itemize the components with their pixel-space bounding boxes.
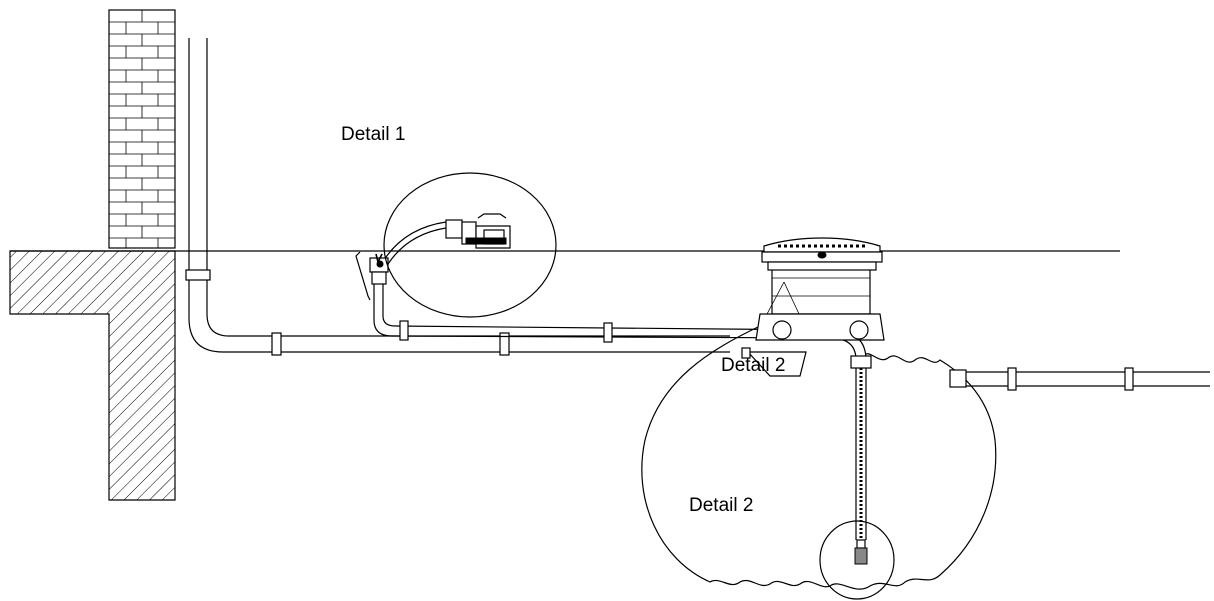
inflow-pipe-couplings — [271, 332, 510, 356]
brick-wall — [108, 9, 176, 249]
suction-filter — [854, 539, 868, 565]
detail-2-circle — [819, 520, 895, 600]
suction-hose — [850, 355, 872, 540]
detail-1-circle — [383, 172, 557, 318]
detail-1-label: Detail 1 — [341, 124, 406, 145]
detail-2-bottom-label: Detail 2 — [689, 495, 754, 516]
rainwater-tank — [641, 325, 997, 590]
wall-valve — [355, 251, 389, 301]
garden-pump — [383, 213, 511, 265]
downpipe — [185, 38, 730, 353]
tank-dome — [741, 237, 885, 377]
foundation-hatched — [9, 250, 176, 501]
detail-2-top-label: Detail 2 — [721, 355, 786, 376]
overflow-pipe — [949, 367, 1210, 391]
